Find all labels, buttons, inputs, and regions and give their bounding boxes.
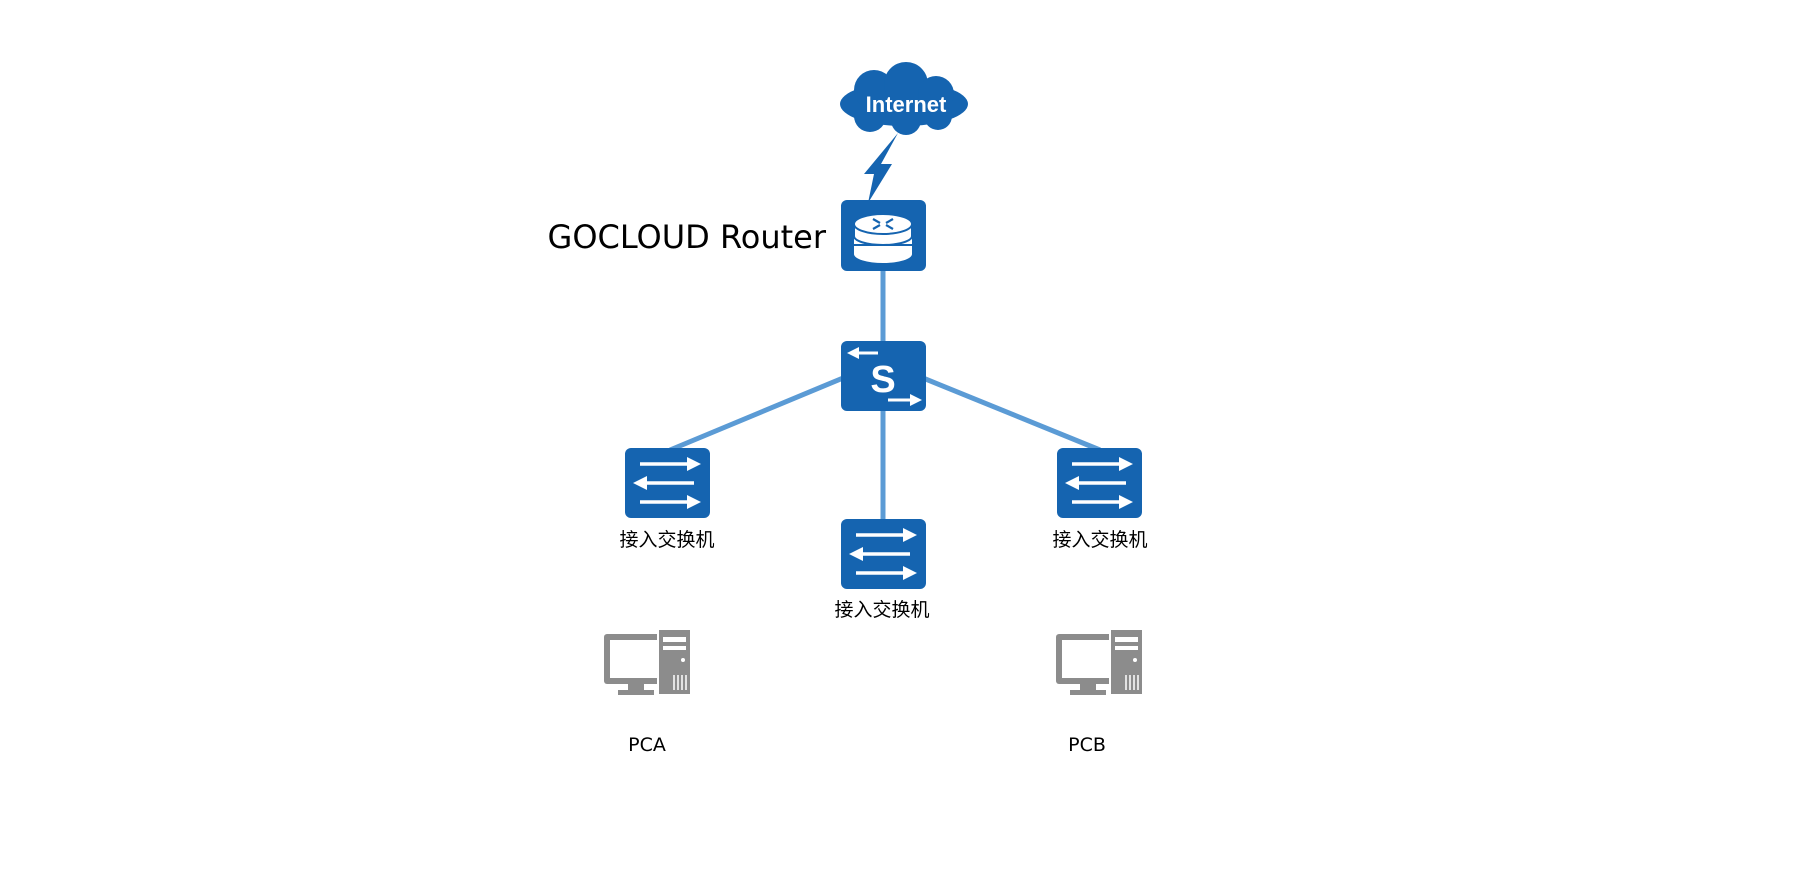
pc-b-node[interactable]: PCB	[1056, 628, 1144, 756]
link-core-access-right	[922, 375, 1101, 453]
access-switch-icon	[1057, 448, 1142, 518]
core-switch-node[interactable]: S	[841, 341, 926, 411]
access-switch-center-label: 接入交换机	[834, 599, 929, 621]
link-core-access-left	[669, 375, 844, 453]
pc-b-label: PCB	[1068, 734, 1106, 756]
pc-a-label: PCA	[628, 734, 666, 756]
access-switch-left-label: 接入交换机	[619, 529, 714, 551]
access-switch-icon	[841, 519, 926, 589]
pc-a-node[interactable]: PCA	[604, 628, 692, 756]
router-label: GOCLOUD Router	[548, 218, 827, 256]
core-switch-icon: S	[841, 341, 926, 411]
internet-cloud[interactable]: Internet	[840, 62, 968, 135]
desktop-pc-icon	[1056, 628, 1144, 696]
lightning-link-icon	[864, 133, 898, 203]
links	[669, 133, 1101, 522]
desktop-pc-icon	[604, 628, 692, 696]
access-switch-right[interactable]: 接入交换机	[1052, 448, 1148, 551]
router-icon	[841, 200, 926, 271]
access-switch-center[interactable]: 接入交换机	[834, 519, 930, 621]
access-switch-left[interactable]: 接入交换机	[619, 448, 715, 551]
cloud-icon	[840, 62, 968, 135]
access-switch-right-label: 接入交换机	[1052, 529, 1147, 551]
internet-label: Internet	[866, 92, 947, 117]
router-node[interactable]: GOCLOUD Router	[548, 200, 926, 271]
svg-text:S: S	[870, 359, 895, 401]
access-switch-icon	[625, 448, 710, 518]
